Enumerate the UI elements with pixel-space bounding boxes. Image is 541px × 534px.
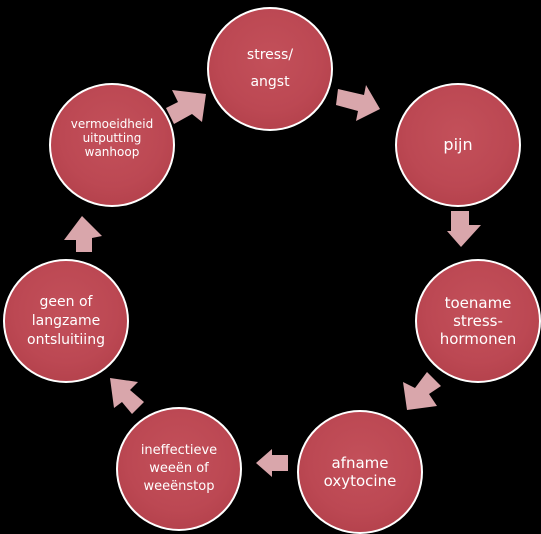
node-label: pijn — [443, 135, 473, 154]
node-ineffectieve-weeen: ineffectieve weeën of weeënstop — [116, 407, 242, 531]
node-geen-ontsluiting: geen of langzame ontsluitiing — [3, 259, 129, 383]
node-label: afname oxytocine — [323, 454, 397, 490]
arrow-vermoeid-to-stress-icon — [166, 90, 206, 124]
arrow-geen-to-vermoeid-icon — [64, 216, 102, 252]
arrow-stress-to-pijn-icon — [336, 85, 380, 121]
node-label: stress/ angst — [246, 47, 294, 90]
node-toename-stresshormonen: toename stress- hormonen — [415, 259, 541, 383]
arrow-ineffectief-to-geen-icon — [110, 378, 144, 414]
arrow-pijn-to-toename-icon — [447, 211, 481, 247]
node-vermoeidheid: vermoeidheid uitputting wanhoop — [49, 83, 175, 207]
node-pijn: pijn — [395, 83, 521, 207]
node-label: geen of langzame ontsluitiing — [27, 293, 105, 348]
node-label: vermoeidheid uitputting wanhoop — [70, 117, 154, 159]
node-stress-angst: stress/ angst — [207, 7, 333, 131]
node-afname-oxytocine: afname oxytocine — [297, 410, 423, 534]
arrow-toename-to-afname-icon — [403, 372, 441, 410]
arrow-afname-to-ineffectief-icon — [256, 449, 288, 477]
node-label: toename stress- hormonen — [439, 294, 517, 348]
node-label: ineffectieve weeën of weeënstop — [140, 443, 218, 494]
